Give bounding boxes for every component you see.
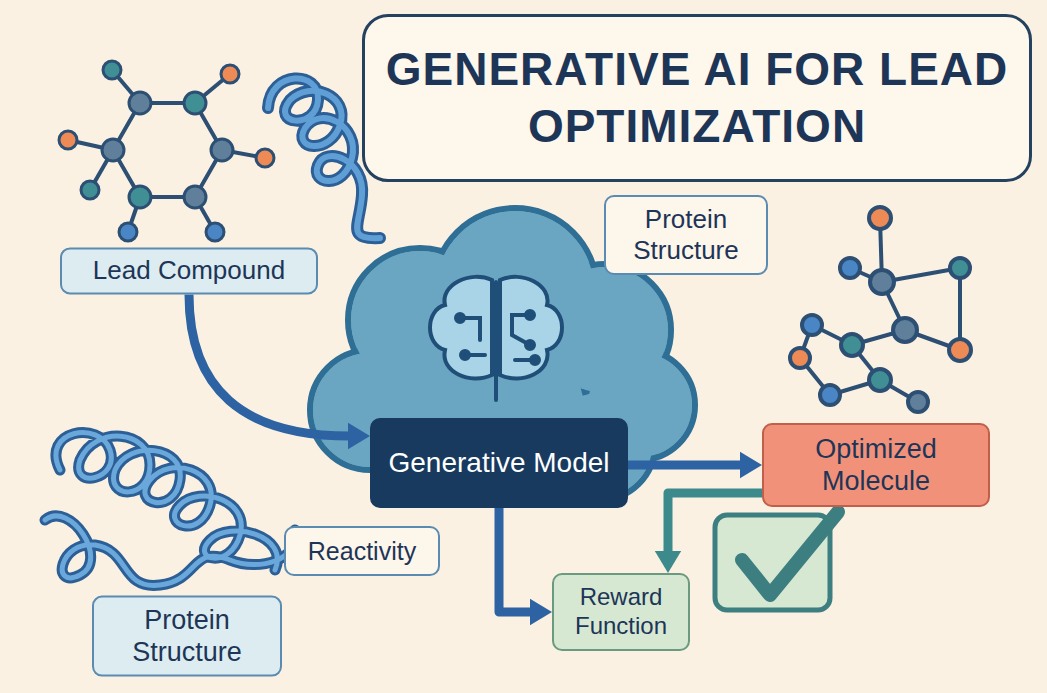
output-box: Optimized Molecule	[762, 423, 990, 507]
flow-arrow	[655, 493, 762, 573]
check-mark	[715, 512, 838, 610]
node-text: Protein Structure	[104, 604, 270, 669]
optimized-molecule-art	[790, 207, 971, 412]
brain-icon	[430, 277, 562, 400]
node-text: Lead Compound	[93, 255, 285, 286]
node-text: Reactivity	[308, 536, 416, 566]
title-box: GENERATIVE AI FOR LEAD OPTIMIZATION	[362, 14, 1032, 182]
flow-arrow	[628, 452, 762, 478]
lead-molecule	[68, 70, 265, 232]
input-box: Reactivity	[284, 526, 440, 576]
atoms	[59, 61, 274, 241]
node-text: Optimized Molecule	[774, 433, 978, 498]
node-text: Reward Function	[564, 583, 678, 641]
input-box: Protein Structure	[92, 596, 282, 677]
protein-coil	[45, 433, 295, 586]
flow-arrow	[189, 295, 370, 450]
input-box: Protein Structure	[604, 195, 768, 275]
flow-arrow	[499, 508, 552, 625]
node-text: Protein Structure	[616, 204, 756, 266]
input-box: Lead Compound	[60, 247, 318, 294]
title-text: GENERATIVE AI FOR LEAD OPTIMIZATION	[365, 41, 1029, 156]
reward-box: Reward Function	[552, 573, 690, 651]
node-text: Generative Model	[388, 446, 609, 480]
model-box: Generative Model	[370, 418, 628, 508]
